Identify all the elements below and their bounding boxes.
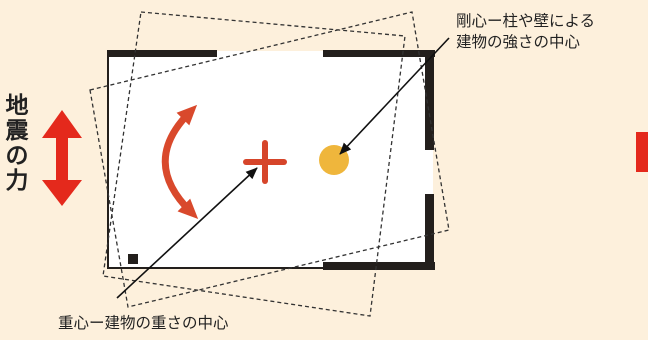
gravity-center-plus-icon	[243, 140, 287, 184]
rigidity-callout-line2: 建物の強さの中心	[456, 33, 580, 51]
seismic-force-arrow-icon	[42, 110, 82, 206]
rigidity-callout-line1: 剛心ー柱や壁による	[456, 12, 595, 30]
seismic-force-char: 地	[5, 93, 29, 119]
dashed-outline-counterclockwise	[89, 11, 450, 308]
wall-bottom-right	[323, 262, 435, 270]
seismic-force-char: の	[5, 143, 29, 169]
wall-top-right	[323, 50, 435, 57]
rigidity-leader-line	[339, 37, 450, 155]
wall-right-lower	[425, 194, 434, 269]
wall-bottom-thin	[107, 267, 325, 269]
seismic-force-char: 震	[5, 118, 29, 144]
seismic-force-char: 力	[5, 168, 29, 194]
dashed-outline-clockwise	[102, 11, 406, 317]
seismic-force-label: 地 震 の 力	[2, 94, 32, 194]
column-bottom-left	[128, 254, 138, 264]
wall-left-thin	[107, 51, 109, 269]
right-edge-red-bar	[636, 132, 648, 172]
rotation-arrow-icon	[161, 104, 199, 220]
gravity-leader-line	[116, 167, 258, 299]
gravity-callout-text: 重心ー建物の重さの中心	[58, 314, 229, 332]
wall-top-left	[107, 50, 217, 57]
walls	[107, 50, 435, 270]
wall-right-upper	[425, 50, 434, 150]
